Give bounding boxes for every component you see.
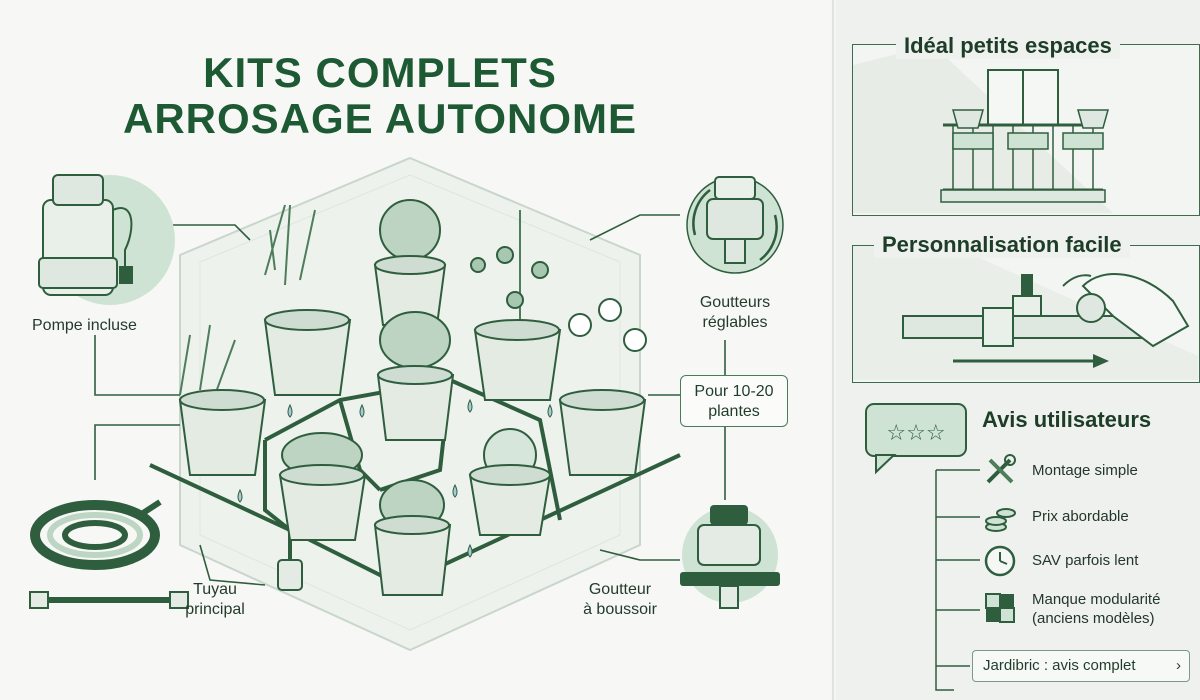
plant-pots (178, 199, 647, 596)
label-main-hose: Tuyau principal (185, 581, 245, 618)
chevron-right-icon: › (1176, 657, 1181, 674)
pot-basil-front (373, 479, 452, 596)
divider (832, 0, 834, 700)
pot-thyme-left (178, 324, 267, 476)
water-drops (237, 398, 553, 558)
review-item-3: SAV parfois lent (1032, 552, 1139, 569)
main-title: KITS COMPLETS ARROSAGE AUTONOME (80, 50, 680, 142)
reviews-title: Avis utilisateurs (982, 407, 1152, 432)
hose-icon (29, 499, 189, 609)
label-button-emitter: Goutteur à boussoir (583, 581, 657, 618)
label-pump: Pompe incluse (32, 317, 137, 334)
review-item-1: Montage simple (1032, 462, 1138, 479)
balcony-icon (853, 45, 1113, 213)
capacity-box: Pour 10-20 plantes (680, 375, 788, 427)
emitter-adjust-icon (853, 246, 1198, 380)
right-sidebar: Idéal petits espaces Personnalisation fa… (836, 0, 1200, 700)
button-emitter-icon (680, 505, 780, 609)
coins-icon (985, 508, 1016, 532)
pot-tomato (470, 210, 562, 401)
title-line-2: ARROSAGE AUTONOME (122, 95, 638, 142)
adjustable-emitter-icon (686, 176, 784, 274)
pot-herb (373, 199, 447, 326)
customization-panel (852, 245, 1200, 383)
small-spaces-panel (852, 44, 1200, 216)
small-spaces-title: Idéal petits espaces (896, 33, 1120, 59)
pot-flowers-right (558, 298, 647, 476)
reviews-graphics: ☆☆☆ (865, 403, 980, 691)
review-item-4: Manque modularité (anciens modèles) (1032, 591, 1161, 627)
connector-lines (94, 214, 726, 586)
watering-kit-diagram (29, 156, 784, 652)
customization-title: Personnalisation facile (874, 232, 1130, 258)
full-review-link[interactable]: Jardibric : avis complet › (972, 650, 1190, 682)
left-illustration: KITS COMPLETS ARROSAGE AUTONOME (29, 49, 788, 652)
clock-icon (984, 545, 1016, 577)
title-line-1: KITS COMPLETS (203, 49, 557, 96)
rating-bubble-icon: ☆☆☆ (865, 403, 967, 475)
review-item-2: Prix abordable (1032, 508, 1129, 525)
filter-icon (277, 559, 303, 591)
pot-center-leafy (376, 311, 455, 441)
svg-text:☆☆☆: ☆☆☆ (886, 421, 945, 446)
tools-icon (986, 454, 1016, 484)
pump-icon (38, 174, 175, 305)
puzzle-icon (985, 593, 1015, 623)
pot-herb-front-left (278, 432, 367, 541)
full-review-link-text: Jardibric : avis complet (983, 657, 1136, 674)
pot-rosemary (263, 204, 352, 396)
pot-flowers-front-right (468, 428, 552, 536)
label-adjustable-emitters: Goutteurs réglables (699, 294, 771, 331)
